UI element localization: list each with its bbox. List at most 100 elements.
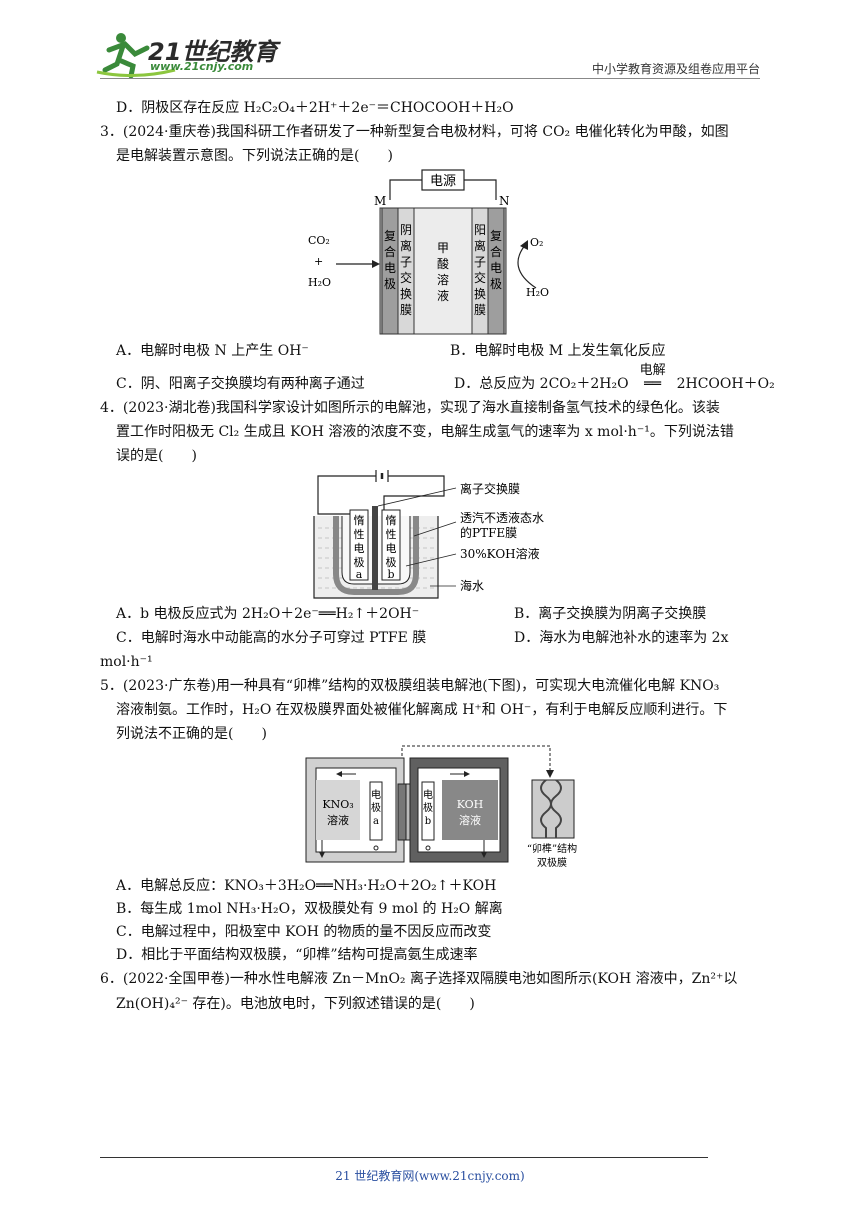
footer-text: 21 世纪教育网(www.21cnjy.com) <box>335 1169 525 1183</box>
q3-power-box <box>421 169 465 191</box>
q4-ea-c1: 惰 <box>354 513 365 527</box>
q4-wire-left <box>317 475 376 515</box>
q3-option-b: B．电解时电极 M 上发生氧化反应 <box>450 343 666 359</box>
q3-le-c2: 合 <box>384 244 396 259</box>
q3-le-c3: 电 <box>384 261 396 275</box>
q5-koh-solution <box>442 780 498 840</box>
q5-eb-c3: b <box>425 816 431 827</box>
q4-option-b: B．离子交换膜为阴离子交换膜 <box>514 606 707 622</box>
q4-wire-right <box>383 475 445 510</box>
q3-lm-c5: 换 <box>400 287 412 301</box>
q3-power-label: 电源 <box>430 174 456 189</box>
q3-lm-c1: 阴 <box>400 223 412 237</box>
q3-lm-c3: 子 <box>400 255 412 269</box>
q4-ea-c5: a <box>356 568 363 581</box>
q4-label-ptfe1: 透汽不透液态水 <box>460 510 544 525</box>
q5-option-b: B．每生成 1mol NH₃·H₂O，双极膜处有 9 mol 的 H₂O 解离 <box>116 901 503 917</box>
q5-arrow-down-right-head <box>481 852 487 858</box>
q4-stem-line3: 误的是( ) <box>116 448 197 464</box>
logo-url-text: www.21cnjy.com <box>150 60 254 73</box>
q5-ea-c3: a <box>373 816 379 827</box>
q5-terminal-b <box>425 845 431 851</box>
q4-stem-line2: 置工作时阳极无 Cl₂ 生成且 KOH 溶液的浓度不变，电解生成氢气的速率为 x… <box>116 424 734 440</box>
q4-option-a: A．b 电极反应式为 2H₂O＋2e⁻══H₂↑＋2OH⁻ <box>116 606 420 622</box>
q4-electrolysis-figure: 惰 性 电 极 a 惰 性 电 极 b 离子交换膜 透汽不透液态水 的PTFE膜… <box>313 470 544 599</box>
q5-dashed-arrowhead <box>546 770 554 778</box>
q4-electrode-b <box>381 509 401 581</box>
q4-ea-c4: 极 <box>354 555 365 569</box>
q3-rm-c4: 交 <box>474 270 486 285</box>
q4-leader1 <box>377 487 457 507</box>
q4-eb-c4: 极 <box>386 555 397 569</box>
q3-lm-c4: 交 <box>400 270 412 285</box>
q3-c-c1: 甲 <box>437 241 449 255</box>
q3-right-electrode <box>487 207 505 335</box>
q4-label-membrane: 离子交换膜 <box>460 481 520 496</box>
q3-label-m: M <box>374 194 386 208</box>
q4-eb-c3: 电 <box>386 542 397 555</box>
q5-dashed-loop <box>401 745 551 774</box>
q3-center-solution <box>413 207 473 335</box>
q5-stem-line2: 溶液制氨。工作时，H₂O 在双极膜界面处被催化解离成 H⁺和 OH⁻，有利于电解… <box>116 702 728 718</box>
q3-outlet-arrowhead <box>520 240 528 250</box>
q3-c-c3: 溶 <box>437 272 449 287</box>
q3-c-c4: 液 <box>437 288 449 303</box>
q5-stem-line1: 5．(2023·广东卷)用一种具有“卯榫”结构的双极膜组装电解池(下图)，可实现… <box>100 678 720 694</box>
q5-ea-c1: 电 <box>371 788 381 801</box>
q6-stem-line2: Zn(OH)₄²⁻ 存在)。电池放电时，下列叙述错误的是( ) <box>116 996 475 1012</box>
q3-rm-c3: 子 <box>474 255 486 269</box>
q3-option-a: A．电解时电极 N 上产生 OH⁻ <box>116 343 309 359</box>
q3-option-c: C．阴、阳离子交换膜均有两种离子通过 <box>116 376 365 392</box>
q4-leader2 <box>413 521 457 537</box>
q3-option-d-pre: D．总反应为 2CO₂＋2H₂O <box>454 376 629 392</box>
q5-terminal-a <box>373 845 379 851</box>
q3-label-n: N <box>499 194 510 208</box>
q5-electrode-a <box>369 781 383 841</box>
q5-option-d: D．相比于平面结构双极膜，“卯榫”结构可提高氨生成速率 <box>116 947 478 963</box>
q4-option-c: C．电解时海水中动能高的水分子可穿过 PTFE 膜 <box>116 630 427 646</box>
q3-re-c3: 电 <box>490 261 502 275</box>
logo-main-text: 21世纪教育 <box>148 38 278 66</box>
q3-lm-c2: 离 <box>400 238 412 253</box>
q4-eb-c5: b <box>387 568 394 581</box>
q5-electrolysis-figure: KNO₃ 溶液 电 极 a 电 极 b KOH 溶液 “卯榫”结构 双极膜 <box>305 745 577 869</box>
q3-rm-c6: 膜 <box>474 303 486 317</box>
q5-kno3-label1: KNO₃ <box>322 798 353 811</box>
q4-stem-line1: 4．(2023·湖北卷)我国科学家设计如图所示的电解池，实现了海水直接制备氢气技… <box>100 400 720 416</box>
q4-ptfe-tube <box>333 516 419 595</box>
q4-ion-membrane <box>372 506 378 590</box>
q5-option-a: A．电解总反应：KNO₃＋3H₂O══NH₃·H₂O＋2O₂↑＋KOH <box>116 878 497 894</box>
q3-c-c2: 酸 <box>437 256 449 271</box>
q5-eb-c1: 电 <box>423 788 433 801</box>
q5-membrane-label2: 双极膜 <box>537 856 567 869</box>
q3-in-co2: CO₂ <box>308 234 330 247</box>
q3-option-d-post: 2HCOOH＋O₂ <box>676 376 775 392</box>
q3-stem-line1: 3．(2024·重庆卷)我国科研工作者研发了一种新型复合电极材料，可将 CO₂ … <box>100 124 729 140</box>
q3-re-c4: 极 <box>490 277 502 291</box>
q4-eb-c1: 惰 <box>386 513 397 527</box>
q4-electrode-a <box>349 509 369 581</box>
q3-rm-c2: 离 <box>474 238 486 253</box>
q5-membrane-left <box>397 783 407 841</box>
q5-stem-line3: 列说法不正确的是( ) <box>116 726 267 742</box>
q4-label-koh: 30%KOH溶液 <box>460 546 540 561</box>
q3-out-o2: O₂ <box>530 236 543 249</box>
q3-le-c1: 复 <box>384 229 396 243</box>
q5-electrode-b <box>421 781 435 841</box>
header-rule <box>100 78 760 79</box>
q3-out-h2o: H₂O <box>526 286 549 299</box>
q3-inlet-arrowhead <box>372 260 380 268</box>
q4-leader3 <box>405 553 457 567</box>
q5-koh-label2: 溶液 <box>459 813 481 827</box>
q5-arrow-down-left-head <box>319 852 325 858</box>
q5-eb-c2: 极 <box>423 801 433 814</box>
q4-ea-c2: 性 <box>354 527 365 541</box>
q2-option-d: D．阴极区存在反应 H₂C₂O₄＋2H⁺＋2e⁻＝CHOCOOH＋H₂O <box>116 100 514 116</box>
q3-in-h2o: H₂O <box>308 276 331 289</box>
q4-label-ptfe2: 的PTFE膜 <box>460 525 517 540</box>
logo <box>96 33 176 79</box>
q4-option-d-line2: mol·h⁻¹ <box>100 654 153 670</box>
q5-membrane-label1: “卯榫”结构 <box>527 842 577 855</box>
q3-lm-c6: 膜 <box>400 303 412 317</box>
